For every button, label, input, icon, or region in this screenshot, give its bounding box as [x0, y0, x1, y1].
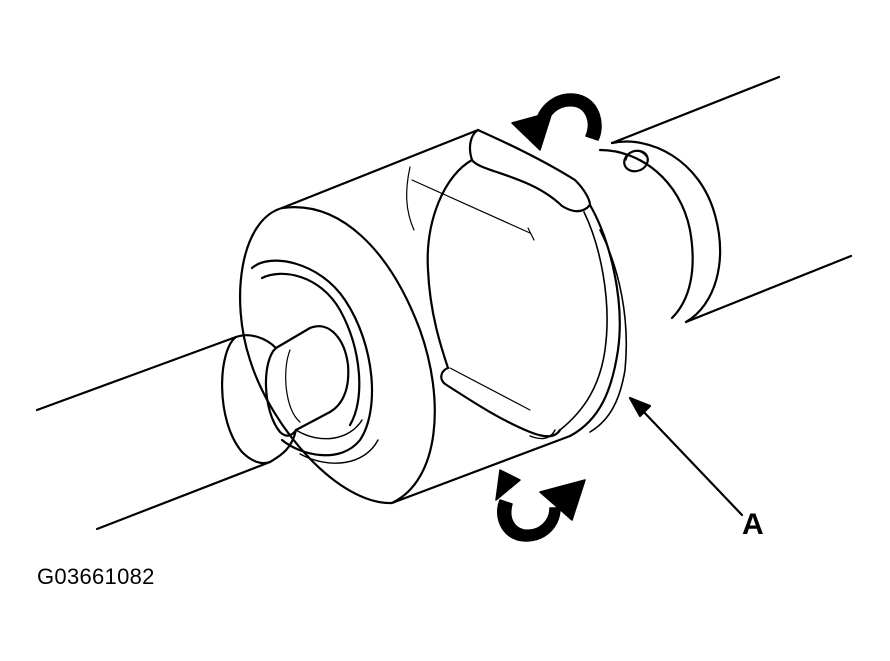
- left-shaft: [35, 325, 350, 531]
- curved-rotation-arrow-icon: [495, 93, 602, 542]
- figure-code: G03661082: [37, 564, 155, 589]
- boot-band: [426, 128, 628, 440]
- callout-label-a: A: [742, 508, 764, 541]
- callout-leader: [628, 396, 744, 517]
- right-shaft: [598, 75, 853, 324]
- joint-housing: [239, 128, 572, 505]
